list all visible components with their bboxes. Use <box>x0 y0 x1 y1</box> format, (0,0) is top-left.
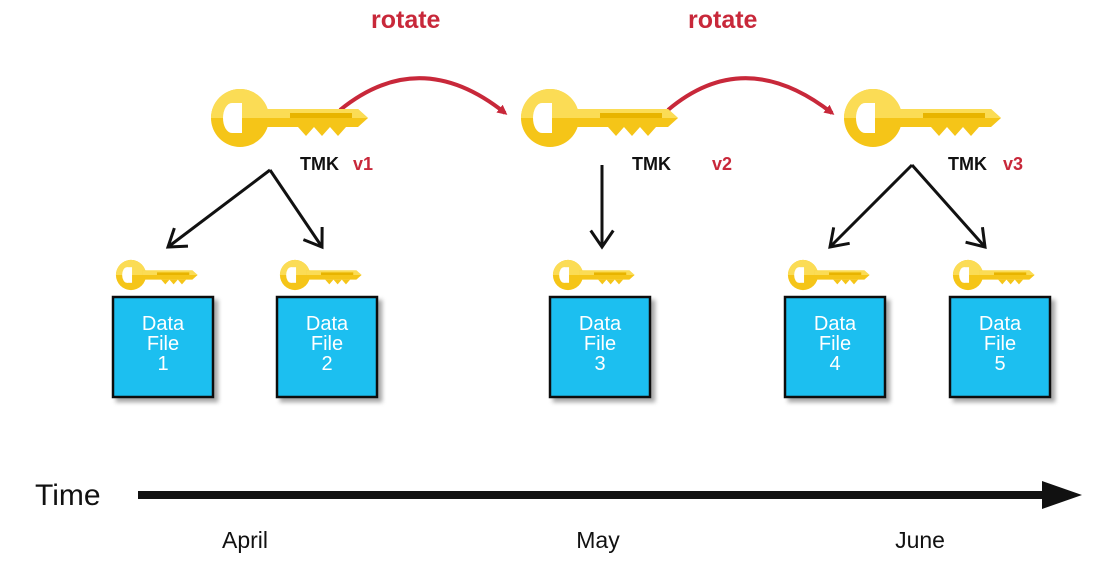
file-label: 1 <box>157 353 168 375</box>
derive-arrow <box>828 163 914 249</box>
data-key-icon <box>115 259 198 291</box>
file-label: 2 <box>321 353 332 375</box>
month-label-april: April <box>222 527 268 553</box>
derive-arrow-head <box>965 226 987 249</box>
file-box <box>275 295 379 399</box>
derive-arrow-head <box>828 227 850 249</box>
tmk-label: TMK <box>300 154 339 174</box>
derive-arrow-head <box>589 229 615 250</box>
rotate-label: rotate <box>688 6 758 34</box>
rotate-arrow <box>666 76 835 115</box>
key-icon <box>521 89 678 147</box>
key-icon <box>844 89 1001 147</box>
derive-arrow <box>268 169 324 248</box>
data-key-icon <box>952 259 1035 291</box>
file-box <box>783 295 887 399</box>
rotate-arrow <box>338 76 508 115</box>
data-key-icon <box>787 259 870 291</box>
file-label: Data <box>814 313 857 335</box>
month-label-may: May <box>576 527 620 553</box>
data-key-icon <box>279 259 362 291</box>
time-label: Time <box>35 479 101 512</box>
file-label: File <box>984 333 1016 355</box>
file-box <box>111 295 215 399</box>
derive-arrow <box>167 168 271 249</box>
file-label: 3 <box>594 353 605 375</box>
master-key-v3 <box>844 89 1001 147</box>
tmk-label: TMK <box>632 154 671 174</box>
file-label: File <box>311 333 343 355</box>
file-label: File <box>147 333 179 355</box>
file-label: File <box>819 333 851 355</box>
master-key-v1 <box>211 89 368 147</box>
file-label: 4 <box>829 353 840 375</box>
tmk-version-label: v1 <box>353 154 373 174</box>
derive-arrow <box>910 164 987 248</box>
tmk-version-label: v3 <box>1003 154 1023 174</box>
file-label: Data <box>979 313 1022 335</box>
file-box <box>948 295 1052 399</box>
data-key-icon <box>552 259 635 291</box>
derive-arrow-head <box>165 227 189 249</box>
file-label: File <box>584 333 616 355</box>
rotate-label: rotate <box>371 6 441 34</box>
key-icon <box>211 89 368 147</box>
file-label: Data <box>142 313 185 335</box>
timeline-arrowhead <box>1042 481 1082 509</box>
master-key-v2 <box>521 89 678 147</box>
file-box <box>548 295 652 399</box>
file-label: 5 <box>994 353 1005 375</box>
file-label: Data <box>579 313 622 335</box>
file-label: Data <box>306 313 349 335</box>
derive-arrow-head <box>302 226 324 250</box>
tmk-label: TMK <box>948 154 987 174</box>
tmk-version-label: v2 <box>712 154 732 174</box>
month-label-june: June <box>895 527 945 553</box>
